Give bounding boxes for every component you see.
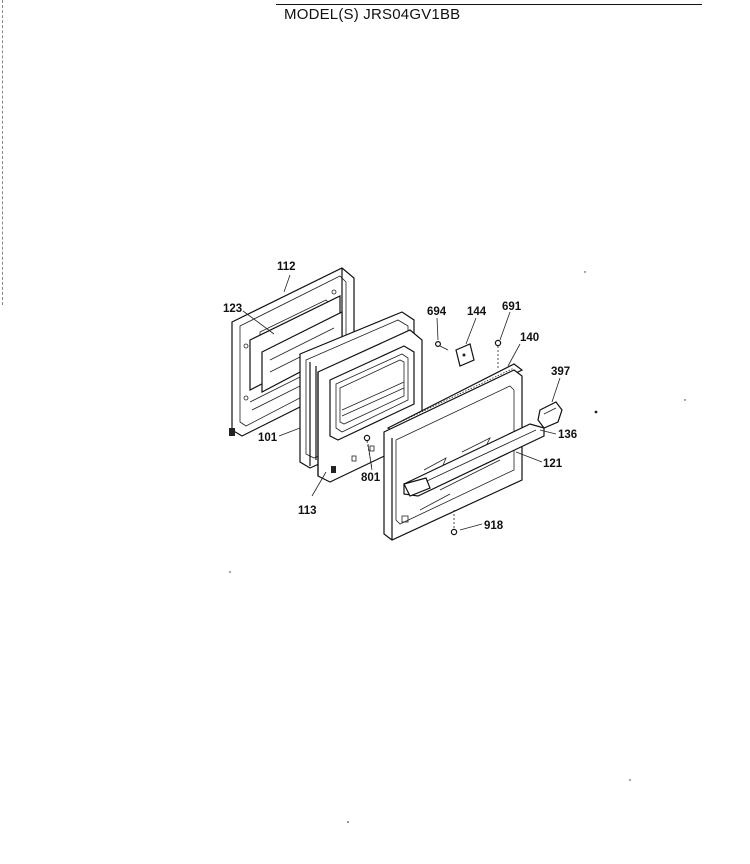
callout-113: 113 [298,505,317,517]
callout-801: 801 [361,472,381,484]
top-rule [276,4,702,5]
part-121-outer-door [383,369,523,541]
callout-136: 136 [558,429,577,441]
callout-140: 140 [520,332,539,344]
page-title: MODEL(S) JRS04GV1BB [284,6,461,23]
part-918-screw [450,510,458,536]
leader-lines [242,274,561,531]
callout-123: 123 [223,303,242,315]
left-margin-rule [2,0,3,305]
callout-397: 397 [551,366,570,378]
callout-691: 691 [502,301,522,313]
part-397-end-cap [537,401,563,429]
callout-144: 144 [467,306,487,318]
part-136-handle [403,423,545,497]
part-694-screw [435,341,449,351]
part-691-screw [494,339,502,370]
part-144-bracket [455,343,475,367]
callout-112: 112 [277,261,296,273]
callout-694: 694 [427,306,447,318]
callout-101: 101 [258,432,278,444]
callout-121: 121 [543,458,563,470]
callout-918: 918 [484,520,504,532]
part-123-insulation [249,295,343,393]
scan-specks [229,271,686,823]
